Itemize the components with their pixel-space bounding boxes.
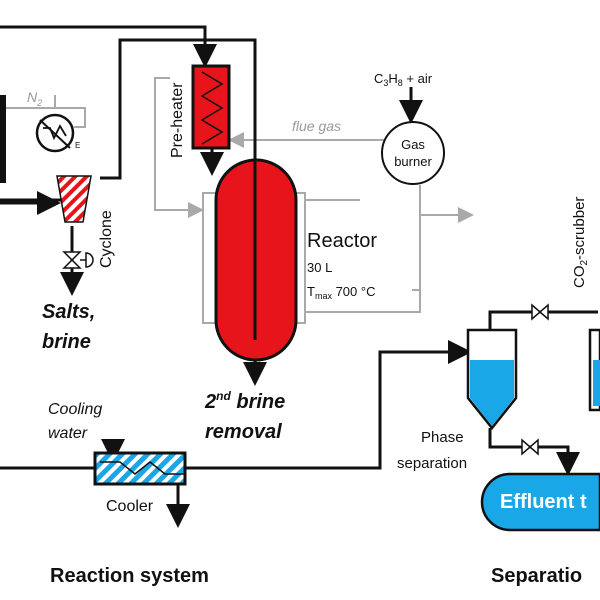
cooler: Cooler (93, 451, 187, 515)
section-reaction-title: Reaction system (50, 565, 209, 587)
fuel-label: C3H8 + air (374, 71, 433, 88)
brine-label: brine (42, 331, 91, 353)
valve-bottom[interactable] (521, 438, 539, 456)
gas-burner-line1: Gas (401, 137, 425, 152)
phase-label: Phase (421, 429, 464, 446)
co2-scrubber-label: CO2-scrubber (571, 197, 590, 288)
flue-gas-label: flue gas (292, 118, 341, 134)
electric-heater-icon: E (35, 113, 80, 153)
grey-gas-lines (0, 77, 474, 313)
reactor-tmax: Tmax 700 °C (307, 284, 375, 301)
cyclone-label: Cyclone (98, 210, 115, 268)
reactor-label: Reactor (307, 230, 377, 252)
removal-label: removal (205, 421, 282, 443)
salts-label: Salts, (42, 301, 95, 323)
cooling-label: Cooling (48, 401, 102, 418)
effluent-label: Effluent t (500, 491, 587, 513)
separation-label: separation (397, 455, 467, 472)
valve-top[interactable] (531, 303, 549, 321)
cooler-label: Cooler (106, 498, 154, 515)
left-vessel-edge (0, 95, 6, 183)
black-process-lines (0, 25, 598, 528)
valve-cyclone[interactable] (62, 251, 94, 269)
heater-e-label: E (75, 141, 80, 150)
gas-burner-line2: burner (394, 154, 432, 169)
gas-burner: Gas burner (381, 121, 445, 185)
phase-separator (466, 328, 518, 431)
preheater: Pre-heater (169, 64, 231, 158)
reactor-volume: 30 L (307, 260, 332, 275)
cyclone: Cyclone (56, 175, 115, 268)
second-brine-label: 2nd brine (204, 389, 285, 413)
co2-scrubber (588, 328, 600, 412)
n2-label: N2 (27, 89, 42, 108)
water-label: water (48, 425, 88, 442)
preheater-label: Pre-heater (169, 82, 186, 158)
reactor-vessel (214, 158, 298, 362)
section-separation-title: Separatio (491, 565, 582, 587)
effluent-tank: Effluent t (480, 472, 600, 532)
